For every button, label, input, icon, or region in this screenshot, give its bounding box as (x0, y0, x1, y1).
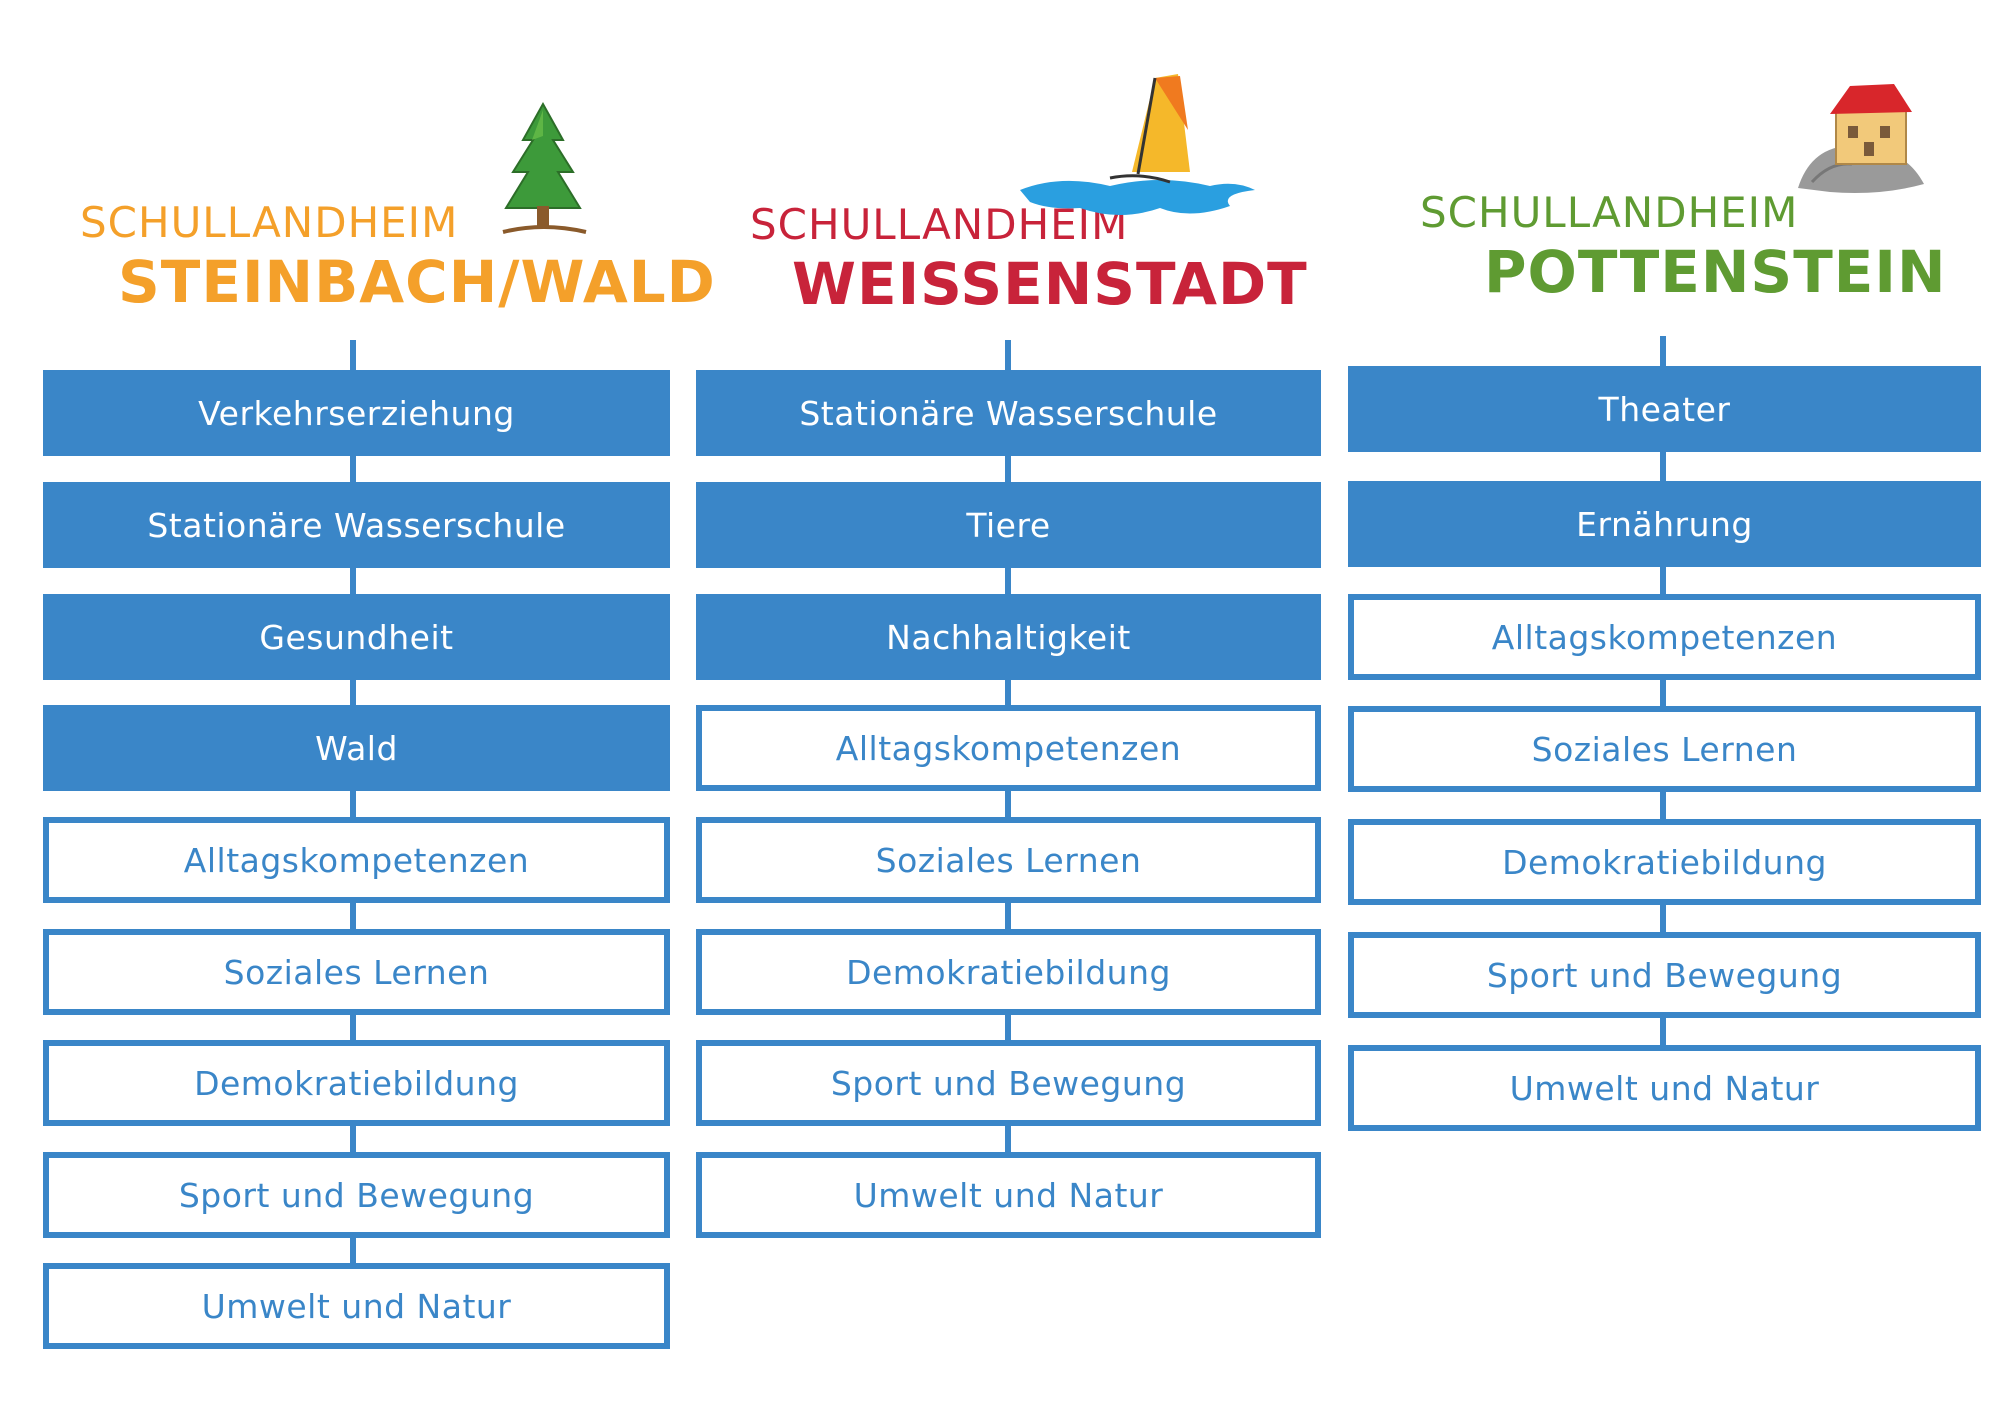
item-label: Tiere (966, 505, 1051, 545)
weissenstadt-item-alltagskompetenzen: Alltagskompetenzen (696, 705, 1321, 791)
item-label: Nachhaltigkeit (886, 617, 1131, 657)
logo-weissenstadt: SCHULLANDHEIM WEISSENSTADT (750, 70, 1307, 330)
steinbach-item-wald: Wald (43, 705, 670, 791)
logo-steinbach-line2: STEINBACH/WALD (118, 248, 716, 316)
item-label: Soziales Lernen (1531, 729, 1798, 769)
weissenstadt-item-umwelt-und-natur: Umwelt und Natur (696, 1152, 1321, 1238)
castle-icon (1798, 84, 1924, 193)
logo-steinbach: SCHULLANDHEIM STEINBACH/WALD (80, 100, 715, 330)
item-label: Alltagskompetenzen (835, 728, 1182, 768)
pottenstein-item-soziales-lernen: Soziales Lernen (1348, 706, 1981, 792)
item-label: Sport und Bewegung (830, 1063, 1187, 1103)
weissenstadt-item-nachhaltigkeit: Nachhaltigkeit (696, 594, 1321, 680)
item-label: Stationäre Wasserschule (147, 505, 566, 545)
item-label: Theater (1598, 389, 1731, 429)
steinbach-item-umwelt-und-natur: Umwelt und Natur (43, 1263, 670, 1349)
pottenstein-item-demokratiebildung: Demokratiebildung (1348, 819, 1981, 905)
item-label: Gesundheit (259, 617, 454, 657)
steinbach-item-verkehrserziehung: Verkehrserziehung (43, 370, 670, 456)
connector-line-pottenstein (1660, 336, 1666, 1056)
item-label: Demokratiebildung (1502, 842, 1827, 882)
item-label: Soziales Lernen (875, 840, 1142, 880)
item-label: Alltagskompetenzen (183, 840, 530, 880)
pottenstein-item-umwelt-und-natur: Umwelt und Natur (1348, 1045, 1981, 1131)
steinbach-item-sport-und-bewegung: Sport und Bewegung (43, 1152, 670, 1238)
windsurfer-icon (1020, 74, 1255, 215)
weissenstadt-item-wasserschule: Stationäre Wasserschule (696, 370, 1321, 456)
logo-pottenstein-line1: SCHULLANDHEIM (1420, 188, 1799, 237)
logo-pottenstein-line2: POTTENSTEIN (1484, 238, 1947, 306)
pottenstein-item-alltagskompetenzen: Alltagskompetenzen (1348, 594, 1981, 680)
item-label: Verkehrserziehung (198, 393, 515, 433)
item-label: Sport und Bewegung (1486, 955, 1843, 995)
weissenstadt-item-sport-und-bewegung: Sport und Bewegung (696, 1040, 1321, 1126)
item-label: Umwelt und Natur (1509, 1068, 1820, 1108)
weissenstadt-item-demokratiebildung: Demokratiebildung (696, 929, 1321, 1015)
steinbach-item-gesundheit: Gesundheit (43, 594, 670, 680)
item-label: Soziales Lernen (223, 952, 490, 992)
tree-icon (502, 101, 587, 234)
steinbach-item-alltagskompetenzen: Alltagskompetenzen (43, 817, 670, 903)
item-label: Stationäre Wasserschule (799, 393, 1218, 433)
logo-pottenstein: SCHULLANDHEIM POTTENSTEIN (1420, 80, 1946, 330)
pottenstein-item-ernaehrung: Ernährung (1348, 481, 1981, 567)
item-label: Demokratiebildung (846, 952, 1171, 992)
logo-weissenstadt-line2: WEISSENSTADT (792, 250, 1308, 318)
pottenstein-item-theater: Theater (1348, 366, 1981, 452)
weissenstadt-item-tiere: Tiere (696, 482, 1321, 568)
logo-steinbach-line1: SCHULLANDHEIM (80, 198, 459, 247)
item-label: Sport und Bewegung (178, 1175, 535, 1215)
item-label: Umwelt und Natur (201, 1286, 512, 1326)
item-label: Ernährung (1576, 504, 1753, 544)
steinbach-item-soziales-lernen: Soziales Lernen (43, 929, 670, 1015)
item-label: Wald (315, 728, 398, 768)
item-label: Alltagskompetenzen (1491, 617, 1838, 657)
item-label: Umwelt und Natur (853, 1175, 1164, 1215)
item-label: Demokratiebildung (194, 1063, 519, 1103)
pottenstein-item-sport-und-bewegung: Sport und Bewegung (1348, 932, 1981, 1018)
steinbach-item-demokratiebildung: Demokratiebildung (43, 1040, 670, 1126)
weissenstadt-item-soziales-lernen: Soziales Lernen (696, 817, 1321, 903)
steinbach-item-wasserschule: Stationäre Wasserschule (43, 482, 670, 568)
